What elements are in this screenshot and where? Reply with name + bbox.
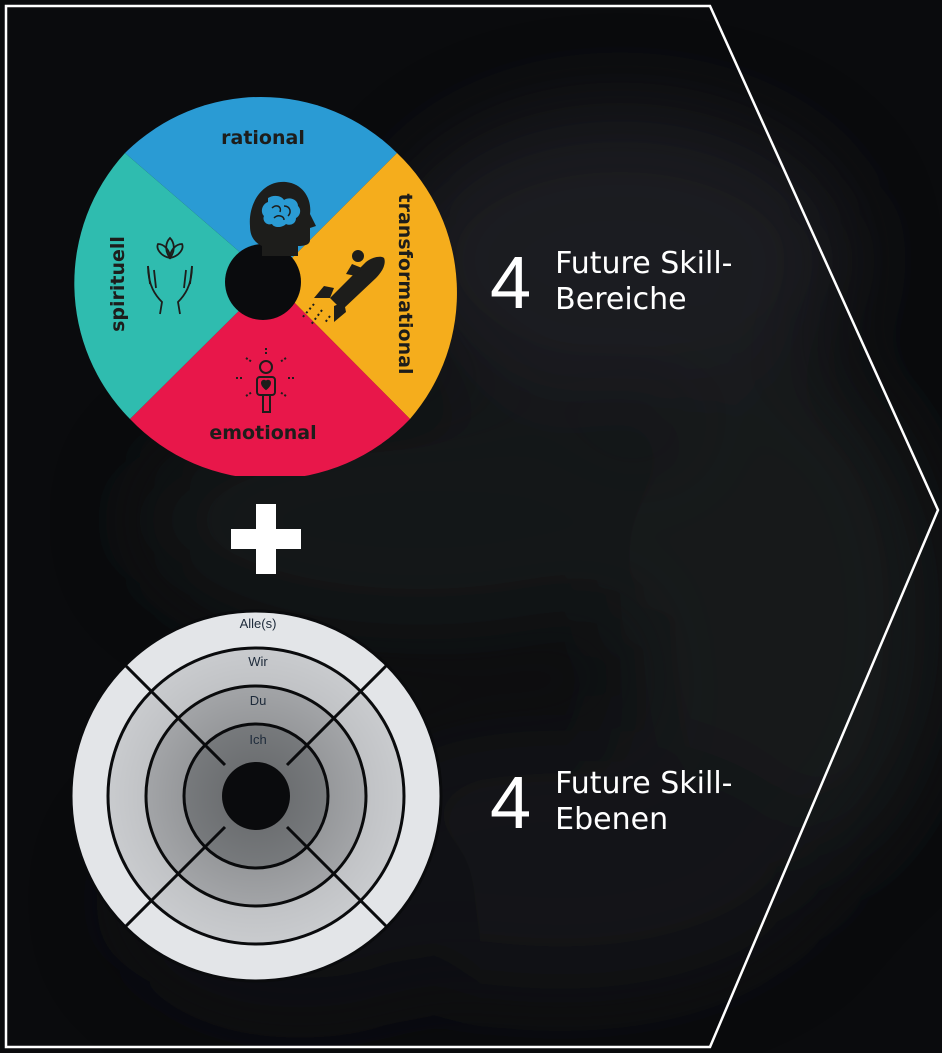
rocket-rider-icon [301,250,385,327]
areas-heading-line2: Bereiche [555,282,687,317]
rational-segment [125,96,397,279]
future-skill-areas-wheel: rational emotional transformational spir… [71,86,481,480]
person-heart-icon [236,348,296,413]
levels-heading-line1: Future Skill- [555,766,733,801]
future-skill-levels-wheel: Alle(s) Wir Du Ich [69,600,481,1020]
wheel-center-hole [225,244,301,320]
emotional-segment [130,279,410,480]
emotional-label: emotional [209,422,316,444]
levels-count: 4 [490,761,532,844]
levels-center-hole [222,762,290,830]
transformational-label: transformational [394,194,416,375]
levels-heading-line2: Ebenen [555,802,669,837]
brain-head-icon [249,181,316,256]
future-skill-areas-heading: 4 Future Skill- Bereiche [490,241,733,324]
rational-label: rational [221,127,305,149]
spirituell-label: spirituell [107,236,129,332]
level-label-wir: Wir [248,654,268,669]
level-label-alles: Alle(s) [240,616,277,631]
spirituell-segment [74,153,272,419]
plus-sign [231,504,301,574]
future-skill-levels-heading: 4 Future Skill- Ebenen [490,761,733,844]
level-label-du: Du [250,693,267,708]
level-label-ich: Ich [249,732,266,747]
lotus-hands-icon [147,236,193,315]
areas-count: 4 [490,241,532,324]
level-dividers [123,663,389,929]
areas-heading-line1: Future Skill- [555,246,733,281]
